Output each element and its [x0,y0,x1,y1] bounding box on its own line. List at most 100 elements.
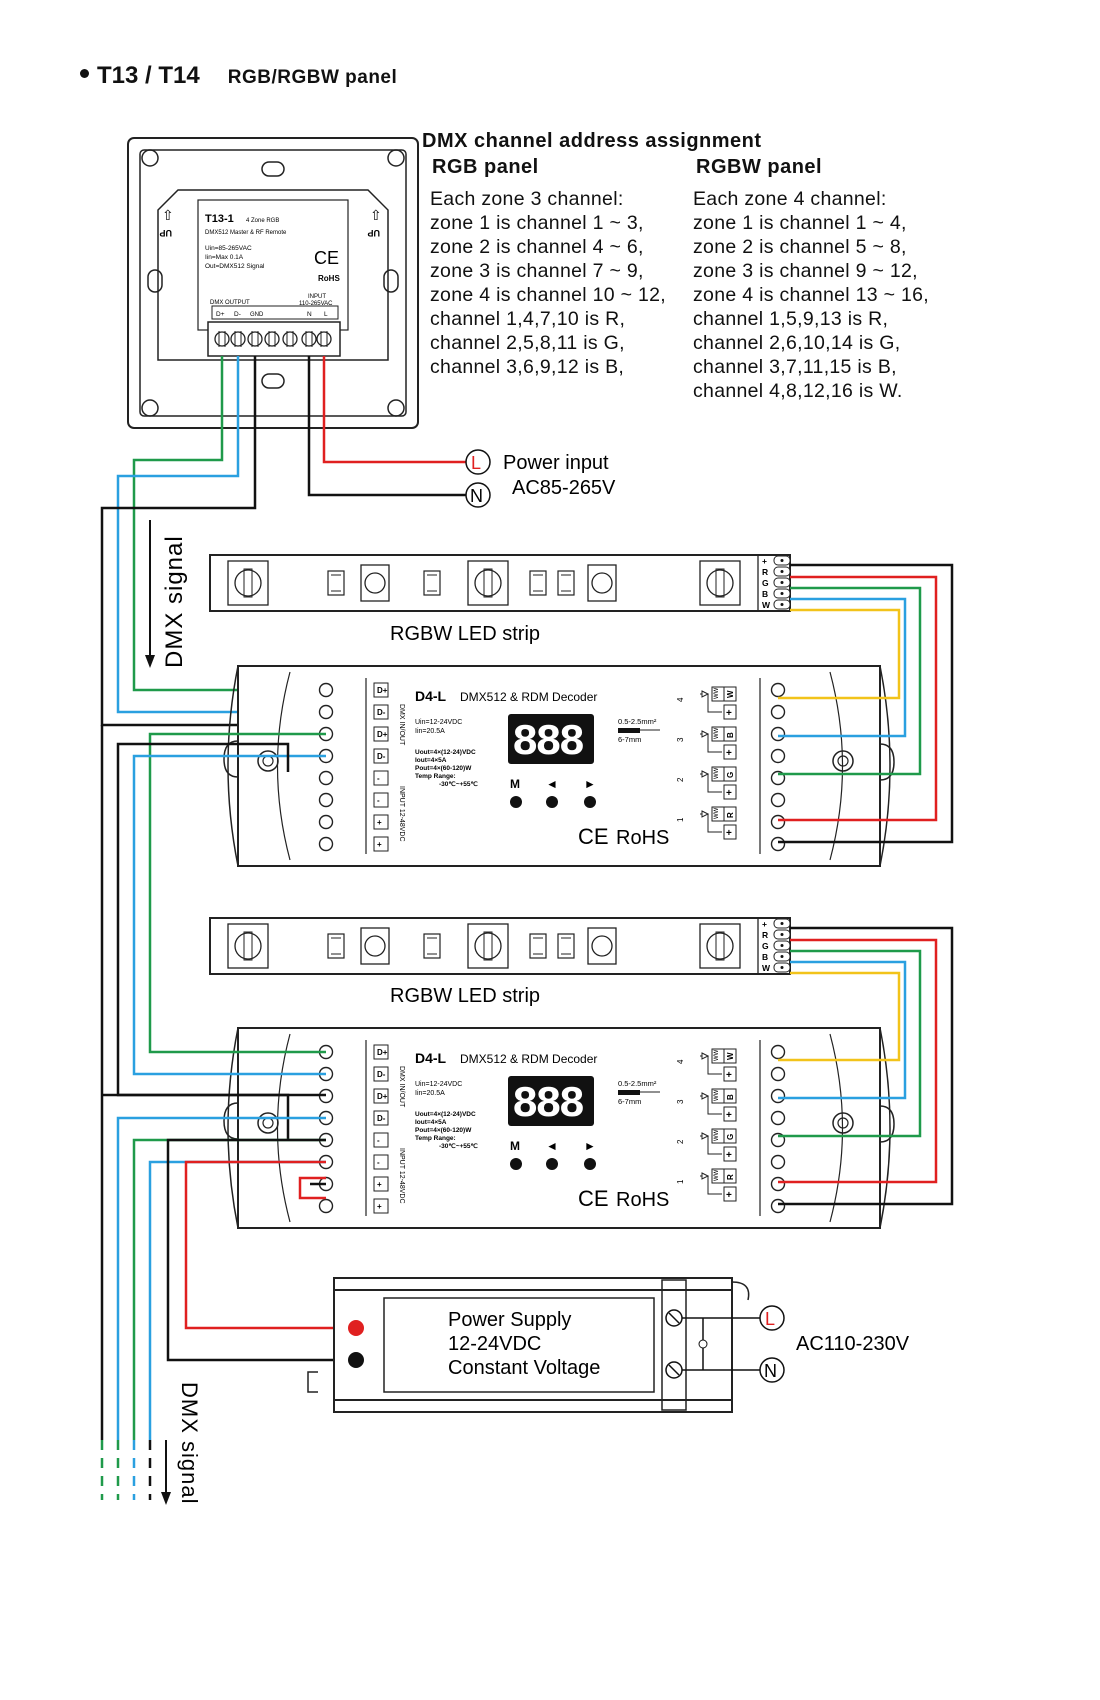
led-chip-icon [227,560,269,606]
channel-plus [723,744,737,760]
channel-plus [723,704,737,720]
terminal-label: - [377,1136,380,1145]
terminal-label: - [377,1158,380,1167]
channel-pin [723,1048,737,1064]
panel-rohs: RoHS [318,274,340,283]
rgb-line: channel 3,6,9,12 is B, [430,356,625,378]
terminal-screw-icon [282,331,298,347]
resistor-icon [423,933,441,959]
strip-pin-label: B [762,952,768,962]
terminal-hole [318,792,334,808]
panel-spec: Uin=85-265VAC [205,245,252,252]
rgbw-line: Each zone 4 channel: [693,188,887,210]
channel-pin [723,686,737,702]
terminal-screw-icon [316,331,332,347]
decoder-model: D4-L [415,1050,447,1066]
diode-icon [701,690,710,698]
decoder-button-label: M [510,1139,520,1153]
terminal-hole [770,814,786,830]
power-voltage-label: AC85-265V [512,477,616,499]
psu-ac-label: AC110-230V [796,1333,910,1355]
rgbw-line: channel 3,7,11,15 is B, [693,356,897,378]
rgb-line: channel 1,4,7,10 is R, [430,308,626,330]
decoder-outspec: Iout=4×5A [415,757,447,764]
decoder-button [584,796,596,808]
terminal-hole [318,682,334,698]
terminal-label: + [377,1202,382,1211]
panel-model: T13-1 [205,213,234,225]
led-strip-2: +RGBW [209,917,791,975]
terminal-label: + [377,818,382,827]
led-chip-icon [227,923,269,969]
rgb-channel-list: Each zone 3 channel: zone 1 is channel 1… [430,187,666,379]
dmx-signal-label-bottom: DMX signal [177,1382,202,1504]
resistor-icon [327,933,345,959]
terminal-hole [770,1198,786,1214]
ww-label: WW [714,727,720,739]
channel-label: B [726,1094,735,1100]
decoder-display [508,1076,594,1126]
terminal-label: D- [377,708,386,717]
terminal-label: D- [377,1114,386,1123]
decoder-spec: Iin=20.5A [415,1090,445,1097]
decoder-outspec: Temp Range: [415,773,456,780]
panel-ce-mark: CE [314,248,339,268]
psu-line: 12-24VDC [448,1333,541,1355]
led-strip-1: +RGBW [209,554,791,612]
terminal-screw [373,1044,389,1060]
channel-label: R [726,812,735,818]
terminal-hole [318,1198,334,1214]
wire-spec: 0.5-2.5mm² [618,1079,657,1088]
terminal-screw [373,1132,389,1148]
terminal-screw-icon [264,331,280,347]
power-supply: Power Supply 12-24VDC Constant Voltage L… [307,1277,910,1413]
terminal-label: GND [250,312,264,318]
panel-spec: Out=DMX512 Signal [205,263,265,270]
psu-wires [166,1138,356,1362]
bullet-icon [80,69,89,79]
plus-label: + [726,828,732,839]
terminal-label: D- [377,1070,386,1079]
channel-plus [723,824,737,840]
rgb-line: Each zone 3 channel: [430,188,624,210]
terminal-screw-icon [214,331,230,347]
led-chip-icon [699,560,741,606]
terminal-screw-icon [301,331,317,347]
plus-label: + [726,748,732,759]
terminal-hole [770,1154,786,1170]
led-chip-icon [699,923,741,969]
ww-label: WW [714,807,720,819]
terminal-screw [373,748,389,764]
channel-plus [723,1106,737,1122]
decoder-outspec: -30℃~+55℃ [439,780,479,788]
psu-positive-terminal [348,1320,364,1336]
decoder-outspec: Uout=4×(12-24)VDC [415,1111,476,1118]
plus-label: + [726,1110,732,1121]
ww-label: WW [714,1169,720,1181]
panel-dmx-output-label: DMX OUTPUT [210,300,250,306]
arrow-down-icon [161,1492,171,1505]
decoder-rohs: RoHS [616,1189,669,1211]
channel-label: G [726,772,735,778]
decoder-outspec: Temp Range: [415,1135,456,1142]
screw-icon [141,149,159,167]
psu-n-label: N [764,1361,777,1381]
channel-pin [723,766,737,782]
diode-icon [701,730,710,738]
decoder-ce-mark: CE [578,1186,609,1211]
psu-l-label: L [765,1309,775,1329]
channel-pin [723,1128,737,1144]
resistor-icon [529,933,547,959]
power-n-label: N [470,486,483,506]
power-input-label: Power input [503,452,609,474]
terminal-hole [770,1044,786,1060]
side-label-input: INPUT 12-48VDC [398,1148,405,1204]
led-chip-icon [587,927,617,965]
terminal-label: D+ [377,1048,388,1057]
terminal-screw [373,836,389,852]
page-header: T13 / T14 RGB/RGBW panel [80,62,397,90]
channel-number: 2 [676,777,685,782]
terminal-hole [770,792,786,808]
